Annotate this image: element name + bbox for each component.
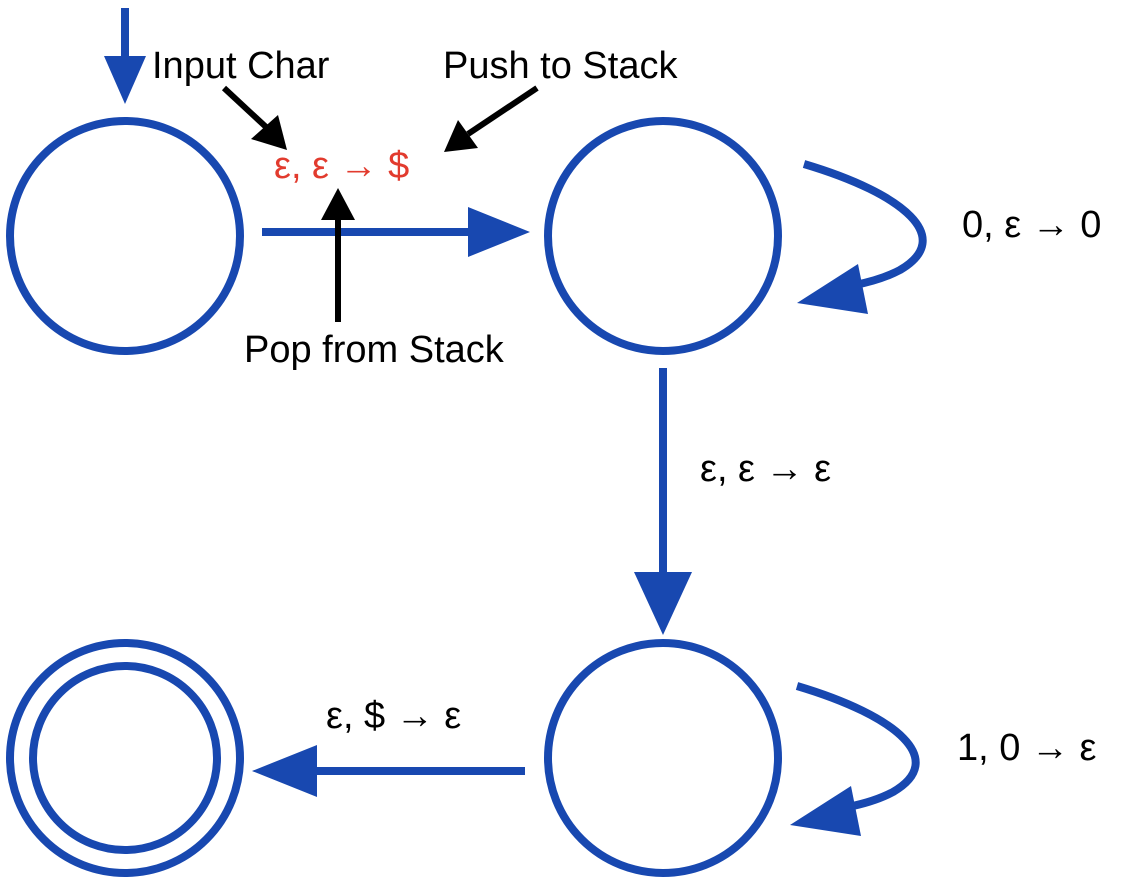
annotation-push-to-stack: Push to Stack <box>443 45 678 87</box>
transition-label-pop-to-accept: ε, $ → ε <box>326 695 461 737</box>
transition-label-push-to-pop: ε, ε → ε <box>700 448 831 490</box>
transition-label-push-loop: 0, ε → 0 <box>962 204 1101 246</box>
state-accept-outer-ring <box>6 639 244 877</box>
state-start[interactable] <box>6 117 244 355</box>
annotation-input-char: Input Char <box>152 45 330 87</box>
annotation-arrow-pop-from-stack <box>321 188 355 322</box>
transition-label-pop-loop: 1, 0 → ε <box>957 727 1096 769</box>
transition-arrow-push-to-pop <box>634 368 692 635</box>
self-loop-pop <box>790 682 920 836</box>
annotation-pop-from-stack: Pop from Stack <box>244 329 505 371</box>
annotation-arrow-push-to-stack <box>444 85 539 152</box>
initial-arrow <box>104 8 146 104</box>
transition-label-start-to-push: ε, ε → $ <box>274 145 409 187</box>
state-pop[interactable] <box>544 639 782 877</box>
state-accept[interactable] <box>6 639 244 877</box>
transition-arrow-pop-to-accept <box>252 745 525 797</box>
transition-arrow-start-to-push <box>262 207 530 257</box>
state-push[interactable] <box>544 117 782 355</box>
annotation-arrow-input-char <box>221 85 287 150</box>
state-accept-inner-ring <box>29 662 221 854</box>
self-loop-push <box>797 160 927 314</box>
